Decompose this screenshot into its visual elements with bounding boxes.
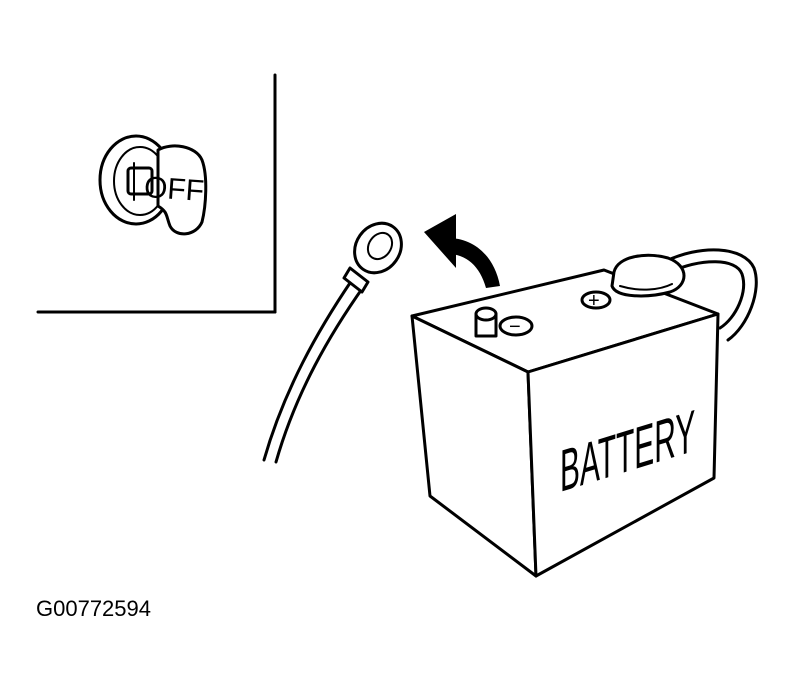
ignition-off-label: OFF xyxy=(143,171,205,208)
battery-icon: − + BATTERY xyxy=(410,248,758,578)
inset-frame xyxy=(36,73,277,314)
negative-symbol: − xyxy=(509,316,521,338)
ignition-key-icon: OFF xyxy=(98,134,208,236)
figure-code: G00772594 xyxy=(36,596,151,621)
negative-cable-icon xyxy=(262,221,403,464)
positive-post: + xyxy=(580,290,612,312)
negative-post: − xyxy=(474,306,534,338)
positive-symbol: + xyxy=(588,290,600,312)
curved-arrow-icon xyxy=(424,214,500,288)
positive-cable xyxy=(610,248,758,342)
